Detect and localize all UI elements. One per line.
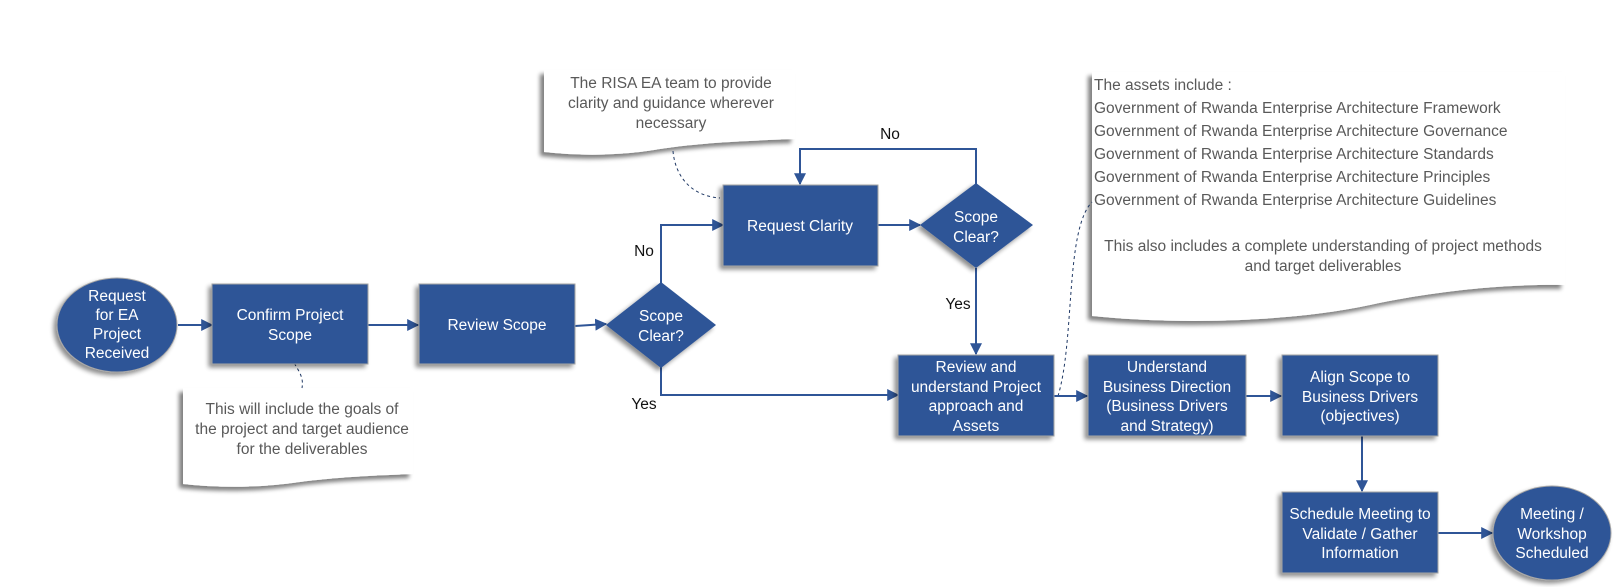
node-line: Align Scope to	[1310, 369, 1410, 386]
node-line: Review Scope	[447, 317, 546, 334]
note-line: for the deliverables	[237, 441, 368, 458]
note-line: necessary	[636, 115, 707, 132]
node-line: Request	[88, 288, 146, 305]
node-align-scope[interactable]: Align Scope to Business Drivers (objecti…	[1281, 354, 1439, 437]
asset-item: Government of Rwanda Enterprise Architec…	[1094, 123, 1508, 140]
asset-item: Government of Rwanda Enterprise Architec…	[1094, 146, 1494, 163]
note-confirm-scope: This will include the goals of the proje…	[183, 388, 413, 487]
note-connector	[672, 150, 721, 199]
asset-item: Government of Rwanda Enterprise Architec…	[1094, 192, 1497, 209]
node-line: (objectives)	[1320, 408, 1399, 425]
node-line: Review and	[936, 359, 1017, 376]
node-line: Scope	[268, 327, 312, 344]
node-line: Workshop	[1517, 526, 1587, 543]
node-line: Request Clarity	[747, 218, 853, 235]
note-request-clarity: The RISA EA team to provide clarity and …	[544, 70, 795, 155]
note-connector	[290, 351, 303, 389]
node-line: Business Direction	[1103, 379, 1231, 396]
note-assets: The assets include : Government of Rwand…	[1092, 72, 1565, 321]
node-start[interactable]: Request for EA Project Received	[56, 277, 178, 373]
node-end[interactable]: Meeting / Workshop Scheduled	[1492, 485, 1612, 581]
note-connector	[1057, 201, 1093, 397]
asset-item: Government of Rwanda Enterprise Architec…	[1094, 100, 1501, 117]
assets-footer-line: This also includes a complete understand…	[1104, 238, 1542, 255]
node-decision-scope-clear-2[interactable]: Scope Clear?	[920, 183, 1033, 268]
node-line: (Business Drivers	[1106, 398, 1228, 415]
assets-footer-line: and target deliverables	[1245, 258, 1402, 275]
edge-decision1-no	[660, 219, 725, 283]
node-line: Assets	[953, 418, 1000, 435]
node-line: Scope	[954, 209, 998, 226]
node-understand-business-direction[interactable]: Understand Business Direction (Business …	[1087, 354, 1247, 437]
node-line: Scheduled	[1515, 545, 1588, 562]
note-line: This will include the goals of	[206, 401, 400, 418]
node-line: approach and	[929, 398, 1024, 415]
node-line: Clear?	[638, 328, 684, 345]
node-confirm-project-scope[interactable]: Confirm Project Scope	[211, 283, 369, 365]
asset-item: Government of Rwanda Enterprise Architec…	[1094, 169, 1491, 186]
edge-decision1-yes	[660, 365, 900, 401]
edge-review-to-decision1	[574, 318, 608, 331]
node-line: Business Drivers	[1302, 389, 1419, 406]
edge-decision2-no	[794, 148, 977, 186]
node-line: understand Project	[911, 379, 1042, 396]
edge-label-no: No	[634, 243, 654, 260]
edge-label-yes: Yes	[631, 396, 657, 413]
node-request-clarity[interactable]: Request Clarity	[722, 184, 879, 267]
node-line: Meeting /	[1520, 506, 1584, 523]
note-line: the project and target audience	[195, 421, 409, 438]
edge-label-yes: Yes	[945, 296, 971, 313]
node-line: Clear?	[953, 229, 999, 246]
node-line: and Strategy)	[1120, 418, 1213, 435]
node-line: Scope	[639, 308, 683, 325]
node-line: Information	[1321, 545, 1399, 562]
assets-heading: The assets include :	[1094, 77, 1232, 94]
node-line: Received	[85, 345, 150, 362]
node-line: Validate / Gather	[1302, 526, 1417, 543]
node-schedule-meeting[interactable]: Schedule Meeting to Validate / Gather In…	[1281, 491, 1439, 574]
node-line: Understand	[1127, 359, 1207, 376]
node-line: Confirm Project	[237, 307, 344, 324]
node-review-approach-assets[interactable]: Review and understand Project approach a…	[897, 354, 1055, 437]
note-line: clarity and guidance wherever	[568, 95, 774, 112]
node-line: Schedule Meeting to	[1289, 506, 1430, 523]
node-decision-scope-clear-1[interactable]: Scope Clear?	[606, 282, 716, 368]
edge-label-no: No	[880, 126, 900, 143]
node-line: Project	[93, 326, 142, 343]
node-line: for EA	[95, 307, 139, 324]
node-review-scope[interactable]: Review Scope	[418, 283, 576, 365]
note-line: The RISA EA team to provide	[570, 75, 772, 92]
